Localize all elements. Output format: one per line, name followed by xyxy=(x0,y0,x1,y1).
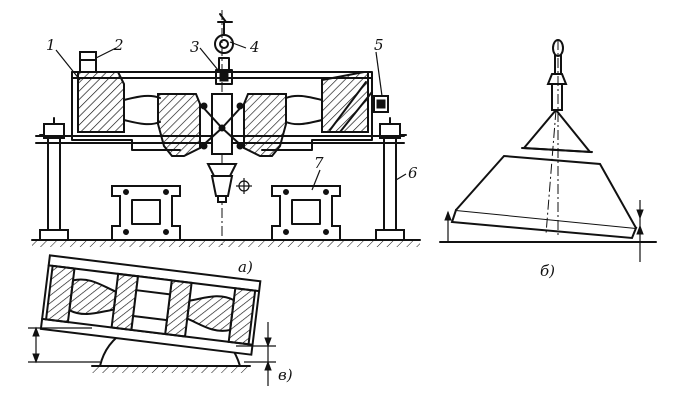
part-label-2: 2 xyxy=(113,36,124,54)
suspension-hook xyxy=(214,13,234,85)
part-label-7: 7 xyxy=(314,154,324,172)
caption-a: а) xyxy=(238,258,253,276)
part-label-3: 3 xyxy=(190,38,200,56)
left-support-stand xyxy=(39,117,69,241)
right-support-stand xyxy=(375,117,407,241)
caption-b: б) xyxy=(540,262,555,280)
support-block-right xyxy=(271,185,341,241)
lower-cone-indicator xyxy=(206,163,252,203)
view-a-balancing-rig: 1 2 3 4 5 6 7 а) xyxy=(31,10,421,276)
balancing-arbor xyxy=(199,10,245,245)
part-label-6: 6 xyxy=(408,164,418,182)
view-c-spherical-support: в) xyxy=(28,254,293,386)
tilted-disc xyxy=(39,254,262,356)
leader-lines-a xyxy=(55,41,407,191)
part-label-4: 4 xyxy=(249,38,260,56)
clamp-bolt xyxy=(79,51,97,73)
support-block-left xyxy=(111,185,181,241)
pulley-rim xyxy=(71,71,373,157)
part-label-1: 1 xyxy=(46,36,56,54)
caption-c: в) xyxy=(278,366,293,384)
view-b-tilted-suspension: б) xyxy=(439,39,657,280)
part-label-5: 5 xyxy=(374,36,384,54)
floor-base-a xyxy=(31,239,421,247)
corrective-weight xyxy=(373,95,389,113)
